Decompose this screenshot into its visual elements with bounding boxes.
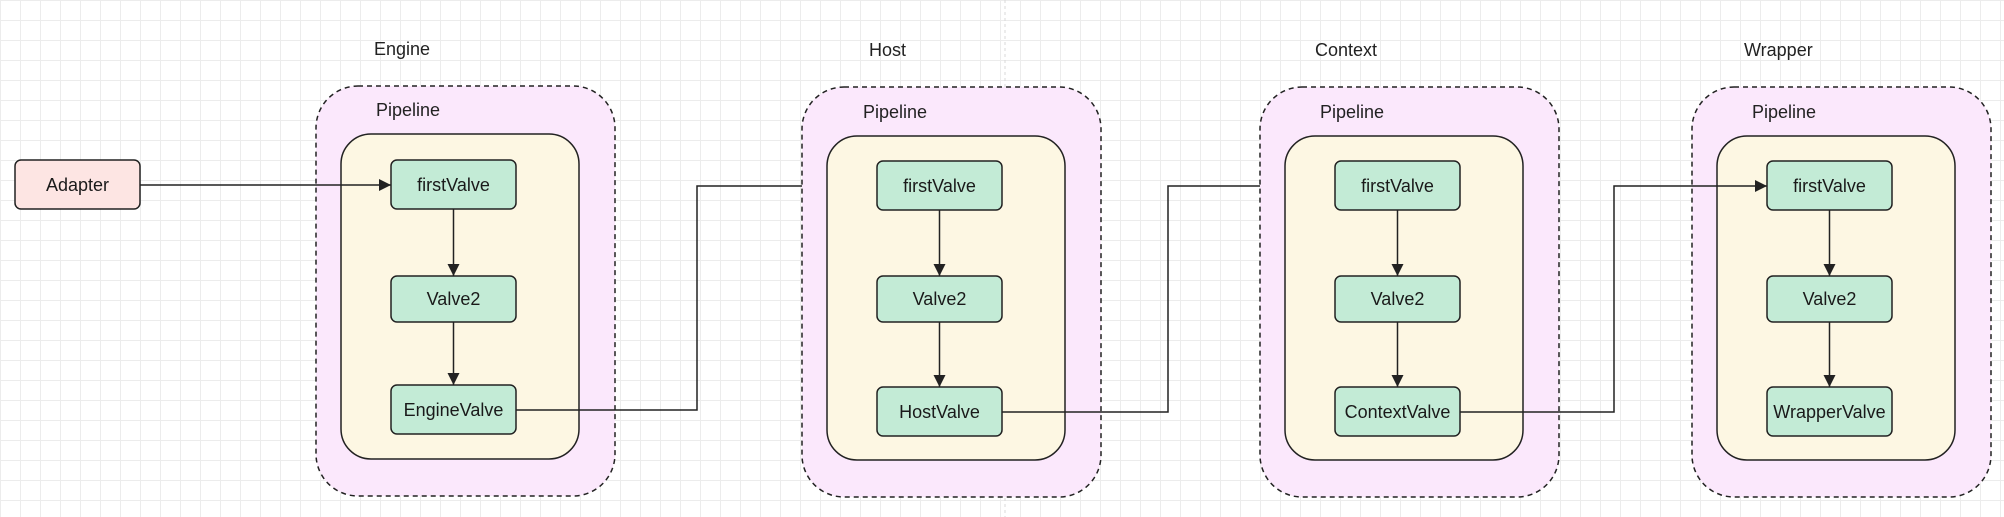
valve-label: ContextValve — [1345, 402, 1451, 422]
valve-label: Valve2 — [1803, 289, 1857, 309]
valve-node[interactable]: Valve2 — [876, 275, 1003, 323]
valve-label: Valve2 — [427, 289, 481, 309]
valve-label: firstValve — [903, 176, 976, 196]
valve-label: HostValve — [899, 402, 980, 422]
valve-node[interactable]: WrapperValve — [1766, 386, 1893, 437]
container-title: Engine — [374, 39, 430, 59]
pipeline-label: Pipeline — [863, 102, 927, 122]
adapter-node[interactable]: Adapter — [14, 159, 141, 210]
valve-node[interactable]: Valve2 — [1334, 275, 1461, 323]
pipeline-label: Pipeline — [376, 100, 440, 120]
valve-label: firstValve — [1361, 176, 1434, 196]
valve-node[interactable]: firstValve — [1334, 160, 1461, 211]
adapter-label: Adapter — [46, 175, 109, 195]
edge-host-to-context — [1002, 185, 1260, 413]
valve-label: Valve2 — [913, 289, 967, 309]
container-engine[interactable]: Engine Pipeline firstValve Valve2 Engine… — [315, 39, 616, 497]
valve-node[interactable]: HostValve — [876, 386, 1003, 437]
valve-node[interactable]: Valve2 — [1766, 275, 1893, 323]
pipeline-label: Pipeline — [1752, 102, 1816, 122]
valve-node[interactable]: firstValve — [876, 160, 1003, 211]
valve-node[interactable]: firstValve — [390, 159, 517, 210]
valve-label: firstValve — [1793, 176, 1866, 196]
edge-engine-to-host — [516, 185, 802, 411]
container-wrapper[interactable]: Wrapper Pipeline firstValve Valve2 Wrapp… — [1691, 40, 1992, 498]
valve-node[interactable]: ContextValve — [1334, 386, 1461, 437]
valve-label: Valve2 — [1371, 289, 1425, 309]
pipeline-label: Pipeline — [1320, 102, 1384, 122]
container-title: Context — [1315, 40, 1377, 60]
container-host[interactable]: Host Pipeline firstValve Valve2 HostValv… — [801, 40, 1102, 498]
valve-label: EngineValve — [404, 400, 504, 420]
valve-label: firstValve — [417, 175, 490, 195]
valve-node[interactable]: Valve2 — [390, 275, 517, 323]
container-context[interactable]: Context Pipeline firstValve Valve2 Conte… — [1259, 40, 1560, 498]
edge-context-to-wrapper — [1460, 180, 1767, 413]
valve-node[interactable]: EngineValve — [390, 384, 517, 435]
container-title: Wrapper — [1744, 40, 1813, 60]
container-title: Host — [869, 40, 906, 60]
valve-label: WrapperValve — [1773, 402, 1885, 422]
valve-node[interactable]: firstValve — [1766, 160, 1893, 211]
